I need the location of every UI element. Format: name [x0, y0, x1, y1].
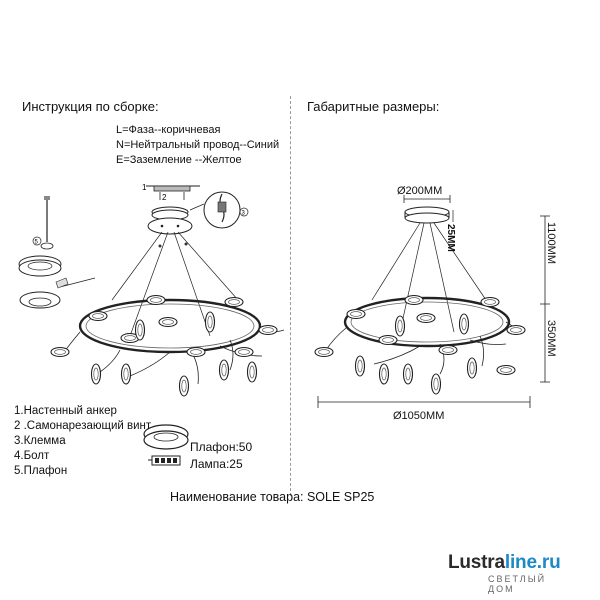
part-item-terminal: 3.Клемма [14, 435, 66, 447]
product-name: Наименование товара: SOLE SP25 [170, 490, 375, 504]
part-item-shade: 5.Плафон [14, 465, 68, 477]
canopy-dimension-drawing [403, 195, 454, 224]
section-divider [290, 96, 291, 496]
lamp-module-icon [148, 455, 181, 466]
logo-tagline: СВЕТЛЫЙ ДОМ [488, 574, 547, 594]
suspension-cables-left [111, 231, 239, 337]
brand-logo: Lustraline.ru СВЕТЛЫЙ ДОМ [448, 552, 561, 594]
part-item-bolt: 4.Болт [14, 450, 50, 462]
dimensions-heading: Габаритные размеры: [307, 99, 440, 114]
wiring-line-neutral: N=Нейтральный провод--Синий [116, 139, 280, 151]
screw-and-anchor-detail: 5 [18, 196, 96, 309]
body-height-label: 350MM [545, 320, 557, 357]
chandelier-ring-right [314, 294, 526, 395]
suspension-length-label: 1100MM [545, 222, 557, 264]
canopy-diameter-label: Ø200MM [397, 185, 443, 197]
wiring-line-ground: E=Заземление --Желтое [116, 154, 242, 166]
logo-part-b: line.ru [504, 552, 561, 573]
logo-part-a: Lustra [448, 552, 505, 573]
part-item-anchor: 1.Настенный анкер [14, 405, 117, 417]
terminal-detail-circle: 3 [189, 191, 249, 229]
shade-count: Плафон:50 [190, 440, 253, 454]
diameter-label: Ø1050MM [393, 410, 445, 422]
assembly-heading: Инструкция по сборке: [22, 99, 159, 114]
suspension-cables-right [371, 222, 487, 333]
chandelier-ring-left [50, 294, 285, 397]
part-item-screw: 2 .Самонарезающий винт [14, 420, 152, 432]
ceiling-mount-detail: 1 2 [142, 183, 200, 235]
shade-icon [143, 424, 189, 450]
wiring-line-phase: L=Фаза--коричневая [116, 124, 221, 136]
canopy-height-label: 25MM [445, 224, 456, 252]
callout-5: 5 [35, 240, 39, 246]
lamp-count: Лампа:25 [190, 457, 243, 471]
callout-1: 1 [142, 183, 147, 192]
callout-3: 3 [242, 211, 246, 217]
dimension-lines [317, 215, 550, 408]
callout-2: 2 [162, 193, 167, 202]
